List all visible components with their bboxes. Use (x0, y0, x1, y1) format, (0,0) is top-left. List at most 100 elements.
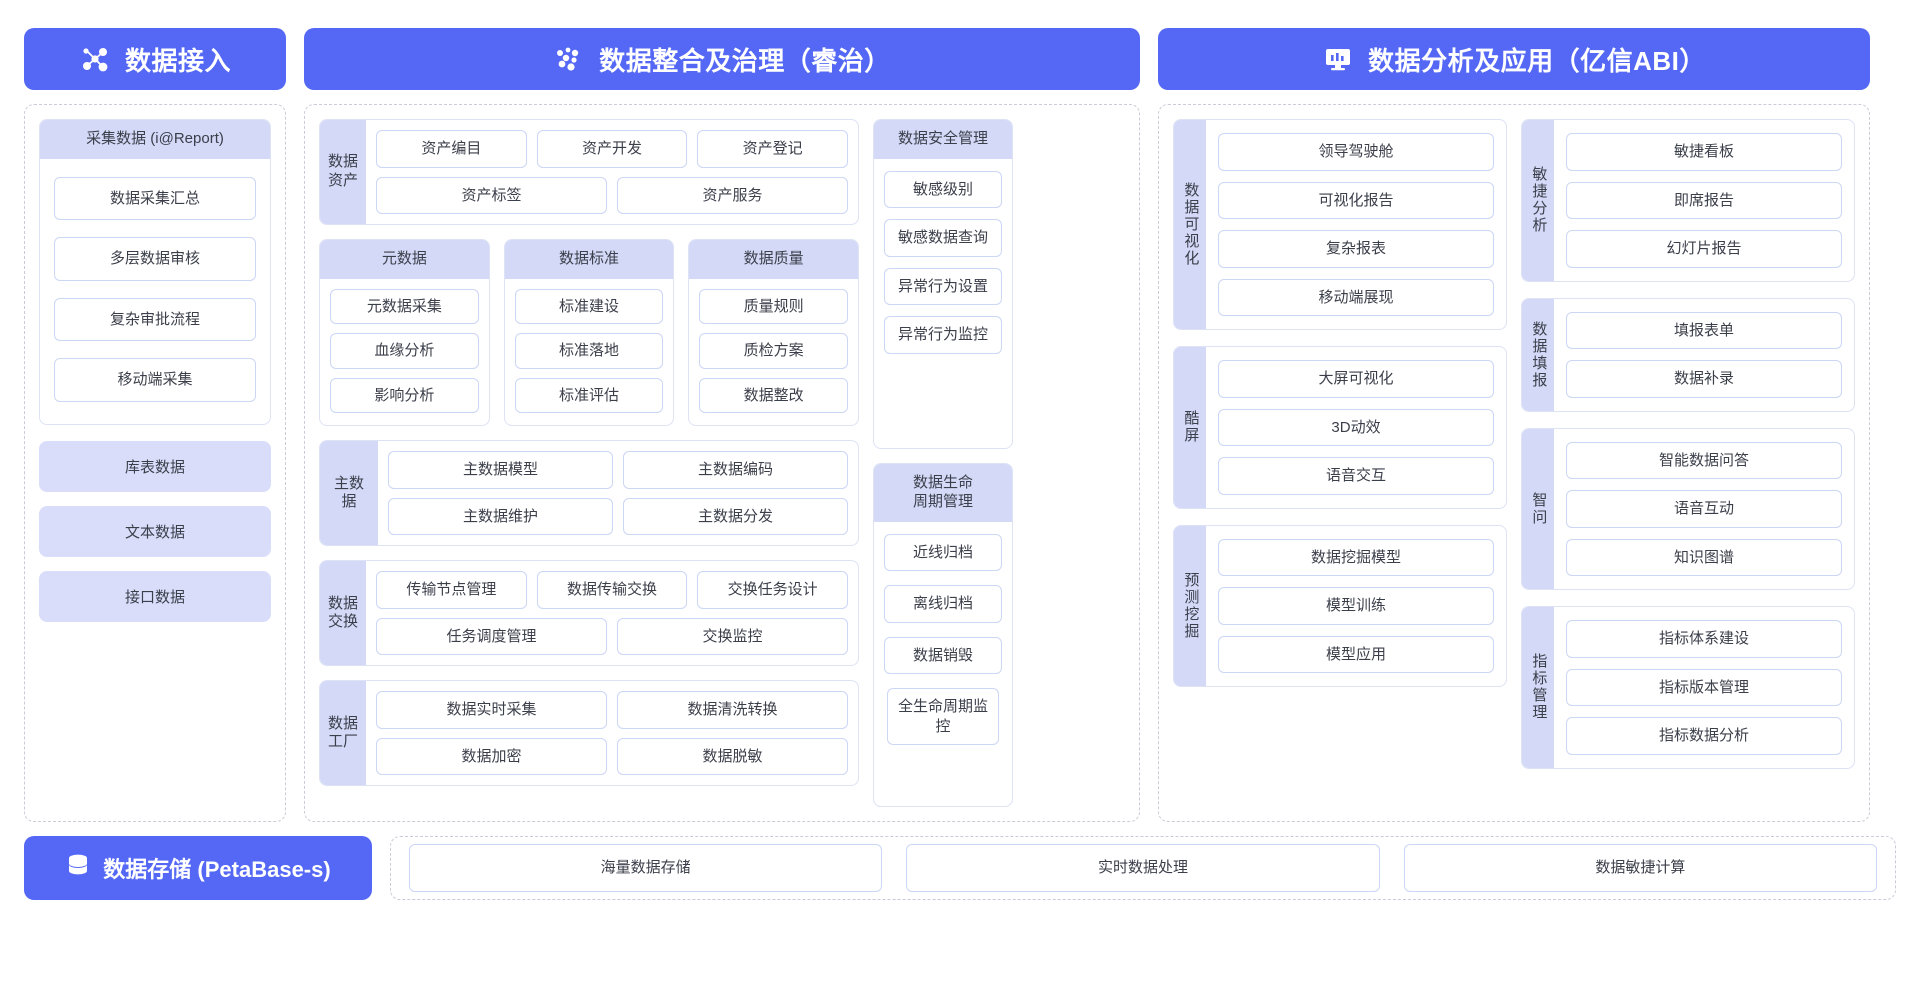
data-nodes-icon (79, 43, 111, 75)
chip-item[interactable]: 敏捷看板 (1566, 133, 1842, 171)
chip-item[interactable]: 数据采集汇总 (54, 176, 256, 221)
chip-item[interactable]: 主数据分发 (623, 497, 848, 536)
chip-item[interactable]: 多层数据审核 (54, 237, 256, 281)
header-data-governance[interactable]: 数据整合及治理（睿治） (304, 28, 1140, 90)
chip-item[interactable]: 离线归档 (884, 585, 1002, 623)
header-data-ingest[interactable]: 数据接入 (24, 28, 286, 90)
chip-item[interactable]: 数据销毁 (884, 636, 1002, 674)
section-label: 指标管理 (1522, 607, 1554, 768)
source-db-table[interactable]: 库表数据 (39, 440, 271, 492)
chip-item[interactable]: 大屏可视化 (1218, 360, 1494, 398)
chip-item[interactable]: 资产登记 (697, 130, 849, 168)
chip-item[interactable]: 敏感数据查询 (884, 219, 1002, 257)
chip-item[interactable]: 数据脱敏 (617, 737, 848, 776)
chip-item[interactable]: 数据清洗转换 (617, 691, 848, 729)
chip-item[interactable]: 资产服务 (617, 176, 848, 214)
chip-item[interactable]: 数据挖掘模型 (1218, 538, 1494, 576)
analysis-left-stack: 数据可视化 领导驾驶舱 可视化报告 复杂报表 移动端展现 酷屏 大屏可视化 3D… (1173, 119, 1507, 807)
chip-item[interactable]: 语音互动 (1566, 490, 1842, 528)
chip-item[interactable]: 资产标签 (376, 176, 607, 214)
chip-item[interactable]: 幻灯片报告 (1566, 230, 1842, 268)
section-body: 大屏可视化 3D动效 语音交互 (1206, 347, 1506, 508)
chip-item[interactable]: 质量规则 (699, 288, 849, 325)
chip-item[interactable]: 资产编目 (376, 130, 527, 168)
chip-item[interactable]: 任务调度管理 (376, 617, 607, 656)
chip-item[interactable]: 语音交互 (1218, 457, 1494, 495)
chip-item[interactable]: 数据补录 (1566, 360, 1842, 398)
chip-item[interactable]: 实时数据处理 (906, 844, 1380, 892)
chip-item[interactable]: 主数据模型 (388, 451, 613, 489)
section-label: 智问 (1522, 428, 1554, 589)
chip-item[interactable]: 标准评估 (514, 377, 664, 414)
chip-item[interactable]: 交换监控 (617, 617, 848, 656)
column-data-analysis: 数据可视化 领导驾驶舱 可视化报告 复杂报表 移动端展现 酷屏 大屏可视化 3D… (1158, 104, 1870, 822)
chip-item[interactable]: 数据敏捷计算 (1403, 844, 1877, 892)
chip-item[interactable]: 知识图谱 (1566, 538, 1842, 576)
storage-items: 海量数据存储 实时数据处理 数据敏捷计算 (390, 836, 1896, 900)
chip-item[interactable]: 领导驾驶舱 (1218, 133, 1494, 171)
chip-item[interactable]: 敏感级别 (884, 170, 1002, 209)
section-body: 智能数据问答 语音互动 知识图谱 (1554, 429, 1854, 590)
storage-title-pill[interactable]: 数据存储 (PetaBase-s) (24, 836, 372, 900)
section-body: 数据挖掘模型 模型训练 模型应用 (1206, 526, 1506, 687)
section-body: 传输节点管理 数据传输交换 交换任务设计 任务调度管理 交换监控 (366, 561, 858, 665)
section-body: 资产编目 资产开发 资产登记 资产标签 资产服务 (366, 120, 858, 224)
chip-item[interactable]: 血缘分析 (330, 333, 479, 369)
chip-item[interactable]: 传输节点管理 (376, 571, 527, 609)
chip-item[interactable]: 指标体系建设 (1566, 620, 1842, 658)
chip-item[interactable]: 异常行为监控 (884, 316, 1002, 354)
chip-item[interactable]: 主数据维护 (388, 497, 613, 536)
chip-item[interactable]: 海量数据存储 (409, 844, 883, 892)
header-data-analysis[interactable]: 数据分析及应用（亿信ABI） (1158, 28, 1870, 90)
chip-item[interactable]: 近线归档 (884, 533, 1002, 571)
chip-item[interactable]: 智能数据问答 (1566, 441, 1842, 479)
chip-item[interactable]: 异常行为设置 (884, 267, 1002, 306)
chip-item[interactable]: 指标版本管理 (1566, 668, 1842, 706)
card-metadata: 元数据 元数据采集 血缘分析 影响分析 (319, 239, 490, 427)
chip-item[interactable]: 标准建设 (514, 288, 664, 325)
chip-item[interactable]: 数据实时采集 (376, 691, 607, 729)
chip-item[interactable]: 数据整改 (699, 377, 849, 414)
chip-item[interactable]: 数据传输交换 (536, 571, 688, 609)
chip-row: 资产编目 资产开发 资产登记 (376, 130, 849, 168)
header-title: 数据整合及治理（睿治） (599, 45, 891, 76)
section-master-data: 主数据 主数据模型 主数据编码 主数据维护 主数据分发 (319, 440, 859, 547)
section-body: 数据实时采集 数据清洗转换 数据加密 数据脱敏 (366, 681, 858, 785)
chip-item[interactable]: 移动端采集 (54, 358, 256, 402)
source-interface-data[interactable]: 接口数据 (39, 570, 271, 622)
chip-item[interactable]: 移动端展现 (1218, 278, 1494, 316)
chip-item[interactable]: 数据加密 (376, 737, 607, 776)
chip-item[interactable]: 模型训练 (1218, 587, 1494, 625)
card-body: 元数据采集 血缘分析 影响分析 (320, 279, 489, 425)
data-dots-icon (553, 43, 585, 75)
chip-item[interactable]: 即席报告 (1566, 181, 1842, 219)
card-data-security: 数据安全管理 敏感级别 敏感数据查询 异常行为设置 异常行为监控 (873, 119, 1013, 449)
section-triple: 元数据 元数据采集 血缘分析 影响分析 数据标准 标准建设 标准落地 标准评估 (319, 239, 860, 427)
chip-item[interactable]: 模型应用 (1218, 635, 1494, 673)
chip-item[interactable]: 影响分析 (330, 377, 479, 414)
source-text-data[interactable]: 文本数据 (39, 505, 271, 557)
section-body: 主数据模型 主数据编码 主数据维护 主数据分发 (378, 441, 858, 545)
chip-row: 资产标签 资产服务 (376, 176, 848, 214)
chip-item[interactable]: 复杂审批流程 (54, 297, 256, 342)
chip-item[interactable]: 主数据编码 (623, 451, 848, 489)
chip-item[interactable]: 3D动效 (1218, 408, 1494, 446)
section-body: 敏捷看板 即席报告 幻灯片报告 (1554, 120, 1854, 281)
chip-item[interactable]: 交换任务设计 (697, 571, 849, 609)
chip-item[interactable]: 质检方案 (699, 333, 849, 369)
chip-item[interactable]: 填报表单 (1566, 311, 1842, 349)
card-title: 数据生命 周期管理 (874, 464, 1012, 522)
chip-item[interactable]: 元数据采集 (330, 288, 479, 325)
section-data-asset: 数据资产 资产编目 资产开发 资产登记 资产标签 资产服务 (319, 119, 859, 225)
chip-item[interactable]: 标准落地 (514, 333, 664, 369)
chip-item[interactable]: 复杂报表 (1218, 230, 1494, 268)
chip-row: 数据实时采集 数据清洗转换 (376, 691, 848, 729)
section-data-filling: 数据填报 填报表单 数据补录 (1521, 297, 1855, 412)
section-cool-screen: 酷屏 大屏可视化 3D动效 语音交互 (1173, 346, 1507, 509)
section-label: 数据资产 (320, 120, 366, 224)
storage-row: 数据存储 (PetaBase-s) 海量数据存储 实时数据处理 数据敏捷计算 (24, 836, 1896, 900)
chip-item[interactable]: 全生命周期监控 (887, 688, 999, 745)
chip-item[interactable]: 可视化报告 (1218, 181, 1494, 219)
chip-item[interactable]: 指标数据分析 (1566, 717, 1842, 755)
chip-item[interactable]: 资产开发 (536, 130, 688, 168)
